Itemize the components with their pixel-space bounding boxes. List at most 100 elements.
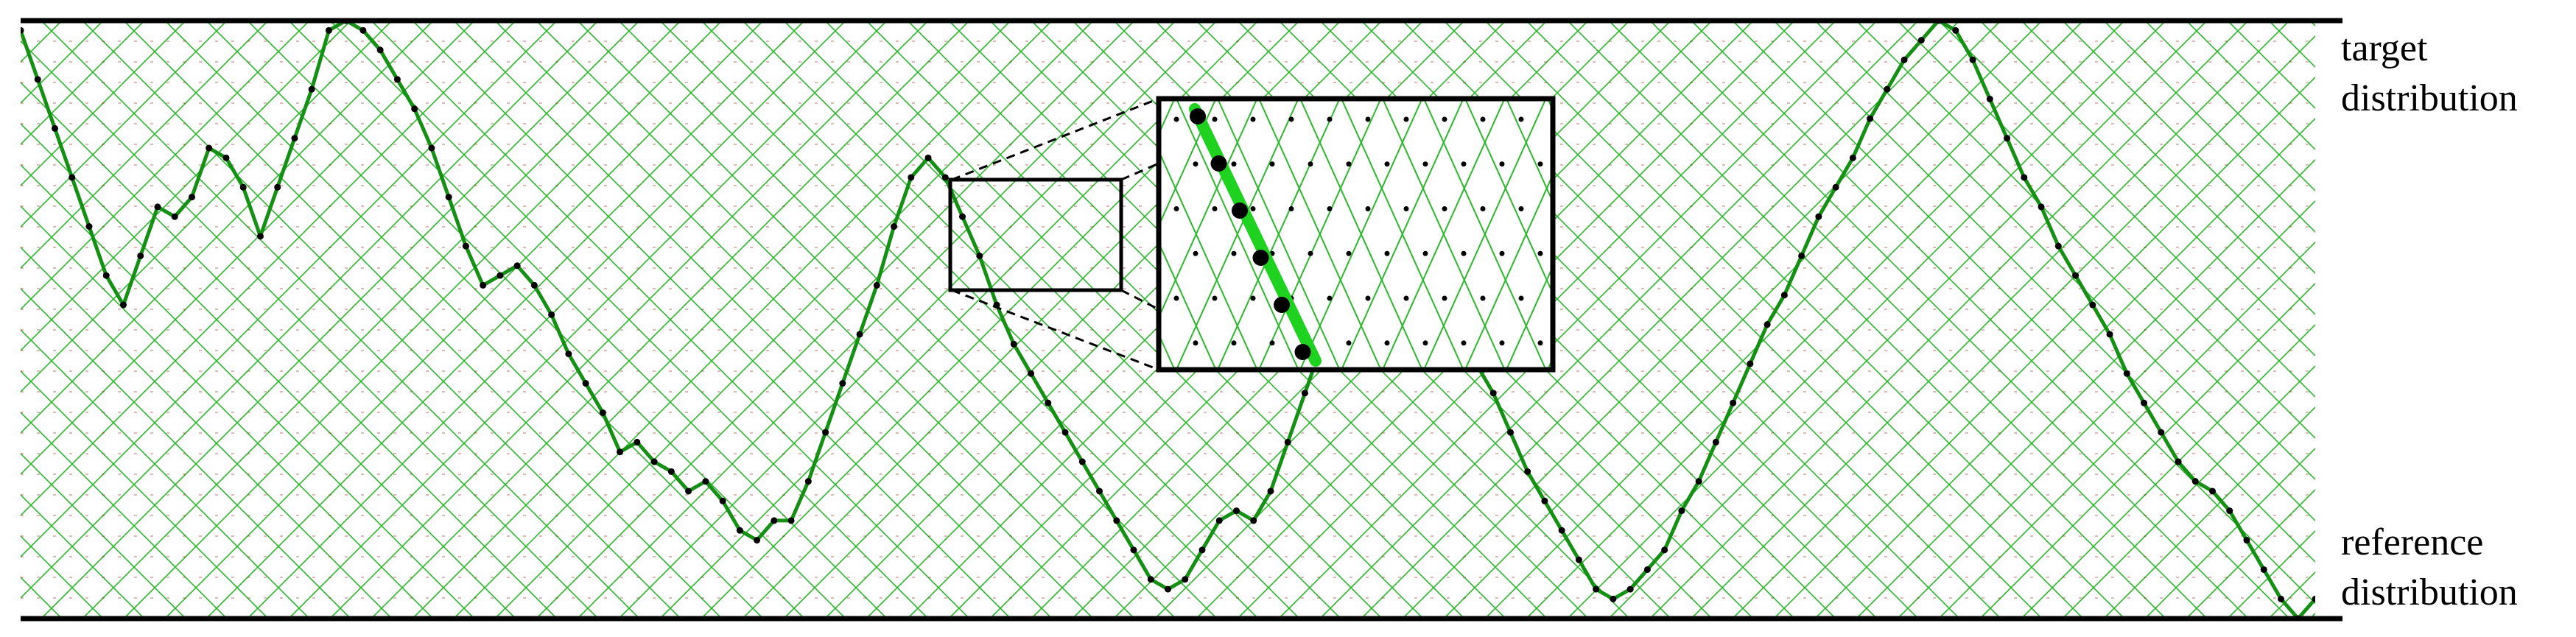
- walk-path-dot: [137, 252, 144, 259]
- inset-grid-dot: [1327, 385, 1333, 390]
- walk-path-dot: [102, 272, 110, 279]
- walk-path-dot: [941, 174, 949, 181]
- walk-path-dot: [462, 242, 469, 250]
- walk-path-dot: [908, 174, 915, 181]
- walk-path-dot: [1798, 252, 1805, 259]
- walk-path-dot: [496, 272, 504, 279]
- walk-path-dot: [1780, 292, 1788, 299]
- lattice-diagonal: [1732, 35, 2315, 619]
- lattice-diagonal: [329, 21, 929, 619]
- walk-path-dot: [85, 223, 93, 230]
- walk-path-dot: [376, 46, 384, 54]
- inset-grid-dot: [1499, 161, 1505, 167]
- inset-lattice-line: [1423, 99, 1547, 370]
- lattice-diagonal: [21, 21, 351, 352]
- lattice-diagonal: [577, 21, 1176, 619]
- lattice-diagonal: [2144, 447, 2315, 619]
- walk-path-dot: [1232, 507, 1240, 515]
- inset-grid-dot: [1422, 161, 1428, 167]
- inset-grid-dot: [1537, 340, 1543, 346]
- lattice-diagonal: [2103, 406, 2315, 619]
- walk-path-dot: [1986, 95, 1993, 102]
- walk-path-dot: [1884, 85, 1891, 93]
- walk-path-dot: [2158, 429, 2165, 436]
- walk-path-dot: [1626, 585, 1634, 593]
- inset-grid-dot: [1346, 161, 1352, 167]
- walk-path-dot: [959, 213, 966, 220]
- walk-path-dot: [582, 380, 589, 387]
- zoom-inset-background: [1159, 99, 1553, 370]
- inset-grid-dot: [1327, 206, 1333, 212]
- inset-lattice-line: [1258, 99, 1382, 370]
- lattice-diagonal: [1773, 76, 2315, 619]
- walk-path-dot: [548, 311, 555, 318]
- walk-path-dot: [1078, 458, 1086, 465]
- walk-path-dot: [2191, 478, 2199, 485]
- walk-path-dot: [530, 281, 538, 289]
- lattice-diagonal: [21, 452, 186, 619]
- walk-path-dot: [787, 517, 795, 524]
- lattice-diagonal: [1278, 21, 1878, 619]
- inset-grid-dot: [1537, 161, 1543, 167]
- walk-path-dot: [754, 537, 761, 544]
- inset-grid-dot: [1442, 206, 1447, 212]
- lattice-diagonal: [536, 21, 1135, 619]
- lattice-diagonal: [1608, 21, 2208, 619]
- inset-grid-dot: [1499, 340, 1505, 346]
- inset-lattice-line: [1159, 99, 1258, 320]
- walk-path-dot: [206, 144, 213, 152]
- inset-grid-dot: [1250, 295, 1256, 301]
- walk-path-dot: [891, 223, 898, 230]
- walk-path-dot: [1028, 370, 1035, 377]
- walk-path-dot: [1661, 546, 1668, 554]
- inset-grid-dot: [1269, 340, 1275, 346]
- inset-grid-dot: [1422, 340, 1428, 346]
- walk-path-dot: [1747, 360, 1754, 367]
- inset-grid-dot: [1173, 206, 1179, 212]
- lattice-diagonal: [21, 576, 63, 619]
- walk-path-dot: [21, 27, 24, 34]
- lattice-diagonal: [2516, 21, 2576, 619]
- walk-path-dot: [1215, 517, 1223, 524]
- walk-path-dot: [119, 301, 127, 309]
- walk-path-dot: [1867, 115, 1874, 122]
- inset-grid-dot: [1327, 295, 1333, 301]
- inset-grid-dot: [1251, 385, 1256, 390]
- walk-path-dot: [1130, 546, 1137, 554]
- lattice-diagonal: [1484, 21, 2084, 619]
- walk-path-dot: [1558, 527, 1565, 534]
- walk-path-dot: [650, 458, 658, 465]
- lattice-diagonal: [21, 21, 186, 187]
- lattice-diagonal: [2186, 488, 2315, 619]
- walk-path-dot: [839, 380, 846, 387]
- inset-path-line: [1189, 103, 1322, 367]
- walk-path-dot: [34, 76, 41, 83]
- walk-path-dot: [2278, 595, 2285, 602]
- inset-grid-dot: [1231, 340, 1237, 346]
- inset-grid-dot: [1250, 206, 1256, 212]
- walk-path-dot: [1284, 438, 1291, 446]
- lattice-diagonal: [21, 21, 228, 228]
- inset-grid-dot: [1422, 250, 1428, 256]
- lattice-diagonal: [21, 21, 393, 393]
- inset-grid-dot: [1499, 250, 1505, 256]
- inset-grid-dot: [1384, 340, 1390, 346]
- walk-path-dot: [1678, 507, 1685, 515]
- walk-path-dot: [2021, 174, 2028, 181]
- lattice-diagonal: [494, 21, 1094, 619]
- lattice-diagonal: [21, 21, 269, 270]
- lattice-diagonal: [21, 411, 228, 619]
- inset-grid-dot: [1365, 206, 1371, 212]
- walk-path-dot: [1506, 429, 1514, 436]
- inset-lattice-line: [1217, 99, 1341, 370]
- walk-path-dot: [222, 154, 230, 161]
- inset-grid-dot: [1403, 206, 1409, 212]
- inset-grid-dot: [1518, 206, 1524, 212]
- walk-path-dot: [154, 203, 161, 211]
- walk-path-dot: [428, 144, 435, 152]
- walk-path-dot: [1815, 213, 1822, 220]
- walk-path-dot: [1593, 585, 1600, 593]
- walk-path-dot: [1541, 497, 1548, 504]
- inset-grid-dot: [1212, 206, 1218, 212]
- inset-grid-dot: [1404, 385, 1409, 390]
